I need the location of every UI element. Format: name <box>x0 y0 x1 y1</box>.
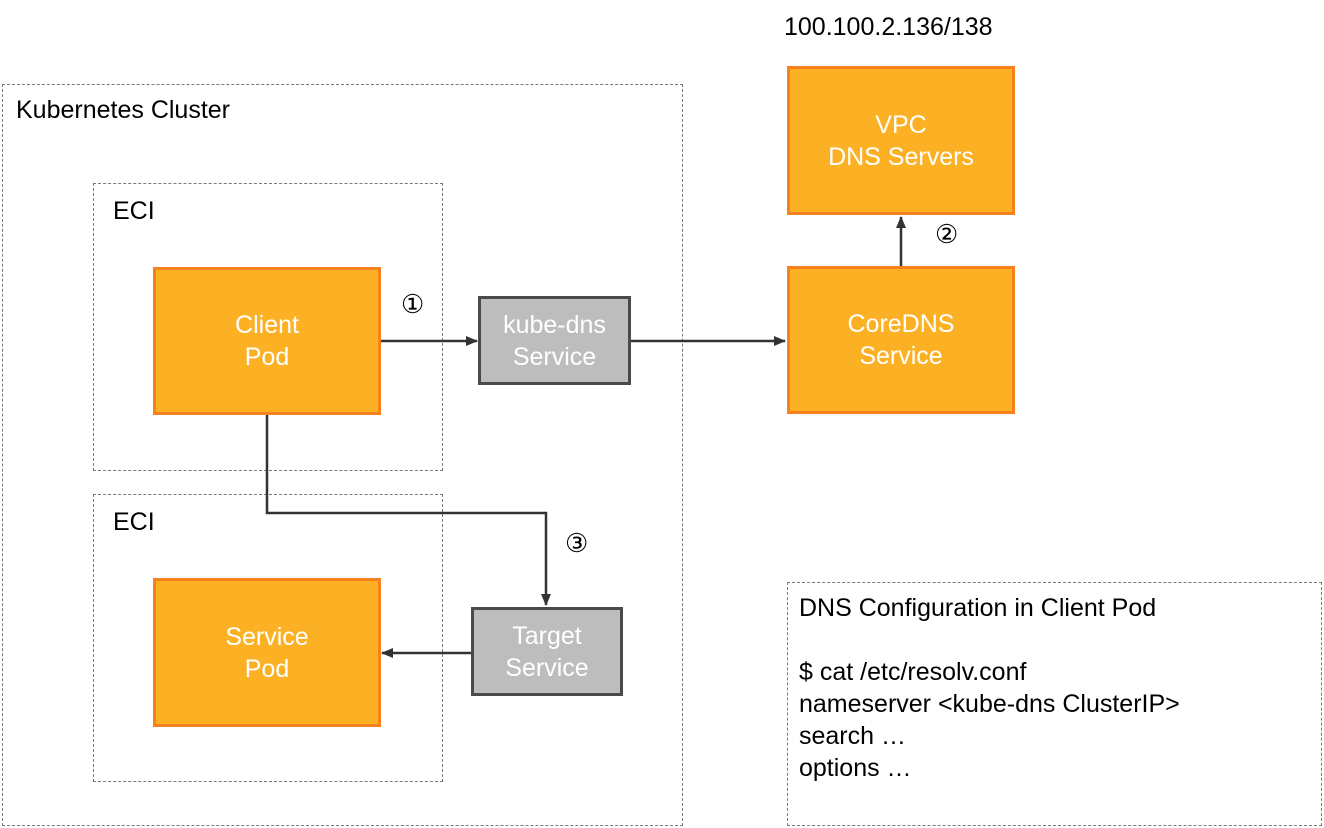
dns-config-content: DNS Configuration in Client Pod $ cat /e… <box>799 592 1180 784</box>
service-pod-node: Service Pod <box>153 578 381 727</box>
dns-config-line: $ cat /etc/resolv.conf <box>799 658 1027 686</box>
target-service-node: Target Service <box>471 607 623 696</box>
cluster-title: Kubernetes Cluster <box>16 96 231 124</box>
step-2-marker: ② <box>935 219 959 249</box>
kube-dns-service-node: kube-dns Service <box>478 296 631 385</box>
client-pod-line-1: Client <box>235 311 299 339</box>
eci-bottom-title: ECI <box>113 508 155 536</box>
target-service-line-2: Service <box>505 653 589 682</box>
step-3-marker: ③ <box>565 528 589 558</box>
step-1-marker: ① <box>401 289 425 319</box>
coredns-service-node: CoreDNS Service <box>787 266 1015 414</box>
kubernetes-cluster-boundary <box>2 84 683 826</box>
dns-config-line: nameserver <kube-dns ClusterIP> <box>799 690 1180 718</box>
coredns-line-1: CoreDNS <box>847 310 955 338</box>
vpc-dns-line-1: VPC <box>875 110 927 139</box>
service-pod-line-1: Service <box>225 622 309 651</box>
client-pod-node: Client Pod <box>153 267 381 415</box>
dns-config-spacer <box>799 624 1180 656</box>
dns-config-title: DNS Configuration in Client Pod <box>799 594 1157 622</box>
client-pod-line-2: Pod <box>244 343 290 371</box>
kube-dns-line-1: kube-dns <box>503 310 606 339</box>
dns-config-line: options … <box>799 754 912 782</box>
service-pod-line-2: Pod <box>244 654 290 683</box>
eci-top-title: ECI <box>113 197 155 225</box>
vpc-dns-servers-node: VPC DNS Servers <box>787 66 1015 215</box>
vpc-dns-line-2: DNS Servers <box>828 142 974 171</box>
vpc-ip-label: 100.100.2.136/138 <box>784 13 993 41</box>
dns-config-box <box>787 582 1322 826</box>
target-service-line-1: Target <box>512 621 582 650</box>
coredns-line-2: Service <box>859 342 943 370</box>
arrow-client-to-target <box>265 414 551 606</box>
kube-dns-line-2: Service <box>512 342 597 371</box>
dns-config-line: search … <box>799 722 906 750</box>
